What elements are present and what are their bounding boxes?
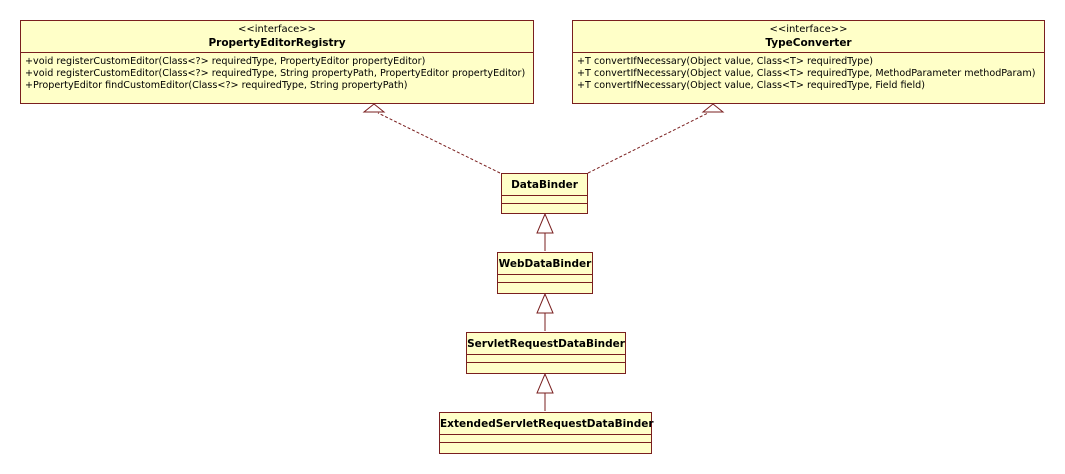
operation: +T convertIfNecessary(Object value, Clas… [577,68,1036,79]
interface-name: TypeConverter [765,37,852,49]
operation: +void registerCustomEditor(Class<?> requ… [25,56,426,67]
realization-line-property-editor-registry [377,112,501,174]
realization-arrowhead-type-converter [701,103,725,113]
operations-compartment: +T convertIfNecessary(Object value, Clas… [573,53,1044,95]
attributes-compartment [440,435,651,443]
class-box-servlet-request-data-binder[interactable]: ServletRequestDataBinder [466,332,626,374]
class-box-web-data-binder[interactable]: WebDataBinder [497,252,593,294]
generalization-arrowhead-data-binder [536,212,554,234]
interface-header: <<interface>> PropertyEditorRegistry [21,21,533,53]
operations-compartment: +void registerCustomEditor(Class<?> requ… [21,53,533,95]
operations-compartment [440,443,651,450]
class-name: ServletRequestDataBinder [467,333,625,355]
realization-line-type-converter [587,112,709,174]
attributes-compartment [467,355,625,363]
interface-name: PropertyEditorRegistry [208,37,346,49]
operations-compartment [502,204,587,211]
realization-arrowhead-property-editor-registry [362,103,386,113]
operation: +T convertIfNecessary(Object value, Clas… [577,80,925,91]
class-name: WebDataBinder [498,253,592,275]
class-name: ExtendedServletRequestDataBinder [440,413,654,435]
interface-box-type-converter[interactable]: <<interface>> TypeConverter +T convertIf… [572,20,1045,104]
attributes-compartment [498,275,592,283]
operations-compartment [498,283,592,290]
operations-compartment [467,363,625,370]
interface-stereotype: <<interface>> [237,24,317,35]
generalization-arrowhead-servlet-request-data-binder [536,372,554,394]
class-box-data-binder[interactable]: DataBinder [501,173,588,214]
operation: +void registerCustomEditor(Class<?> requ… [25,68,526,79]
generalization-arrowhead-web-data-binder [536,292,554,314]
interface-stereotype: <<interface>> [769,24,848,35]
class-box-extended-servlet-request-data-binder[interactable]: ExtendedServletRequestDataBinder [439,412,654,454]
operation: +PropertyEditor findCustomEditor(Class<?… [25,80,408,91]
interface-box-property-editor-registry[interactable]: <<interface>> PropertyEditorRegistry +vo… [20,20,534,104]
attributes-compartment [502,196,587,204]
operation: +T convertIfNecessary(Object value, Clas… [577,56,873,67]
interface-header: <<interface>> TypeConverter [573,21,1044,53]
class-name: DataBinder [502,174,587,196]
